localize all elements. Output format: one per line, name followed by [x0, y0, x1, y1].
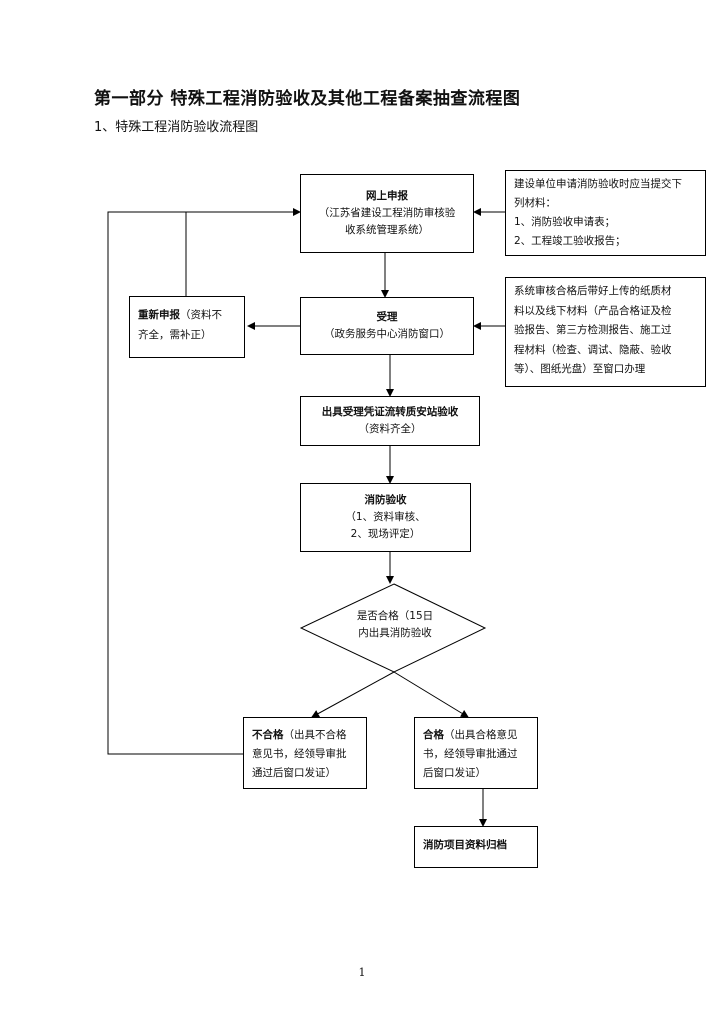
node-decision: 是否合格（15日 内出具消防验收	[320, 608, 470, 642]
materials-note-line4: 2、工程竣工验收报告；	[514, 235, 626, 247]
materials-note-line1: 建设单位申请消防验收时应当提交下	[514, 178, 682, 190]
page-number: 1	[358, 966, 366, 979]
node-reapply-text1: （资料不	[180, 309, 222, 321]
paper-note-line4: 程材料（检查、调试、隐蔽、验收	[514, 343, 672, 356]
node-inspection-line1: （1、资料审核、	[345, 511, 426, 523]
node-pass-text1: （出具合格意见	[444, 729, 518, 741]
node-decision-line2: 内出具消防验收	[358, 627, 432, 639]
node-fail-title: 不合格	[252, 729, 284, 741]
node-pass-line2: 书，经领导审批通过	[423, 748, 518, 760]
paper-note-line5: 等）、图纸光盘）至窗口办理	[514, 363, 646, 375]
arrow-reapply-to-apply	[185, 208, 301, 296]
node-fail: 不合格（出具不合格 意见书，经领导审批 通过后窗口发证）	[243, 717, 367, 789]
node-reapply-line2: 齐全，需补正）	[138, 329, 212, 341]
node-accept-title: 受理	[376, 311, 398, 323]
arrow-decision-to-fail	[311, 671, 395, 718]
paper-note-line3: 验报告、第三方检测报告、施工过	[514, 324, 672, 336]
node-fail-text1: （出具不合格	[283, 729, 347, 741]
node-pass-title: 合格	[423, 729, 444, 741]
node-online-apply-line2: 收系统管理系统）	[345, 224, 429, 236]
node-accept-line1: （政务服务中心消防窗口）	[324, 328, 450, 340]
node-online-apply-line1: （江苏省建设工程消防审核验	[318, 207, 456, 219]
node-fail-line3: 通过后窗口发证）	[252, 767, 336, 779]
node-pass-line3: 后窗口发证）	[423, 767, 486, 779]
node-accept: 受理 （政务服务中心消防窗口）	[300, 297, 474, 355]
node-transfer-line1: （资料齐全）	[358, 423, 422, 435]
paper-note-line2: 料以及线下材料（产品合格证及检	[514, 304, 672, 317]
node-transfer: 出具受理凭证流转质安站验收 （资料齐全）	[300, 396, 480, 446]
node-inspection-line2: 2、现场评定）	[350, 528, 421, 540]
page-title: 第一部分 特殊工程消防验收及其他工程备案抽查流程图	[94, 89, 521, 109]
node-decision-line1: 是否合格（15日	[356, 610, 434, 622]
arrow-fail-to-apply	[107, 211, 243, 755]
node-inspection: 消防验收 （1、资料审核、 2、现场评定）	[300, 483, 471, 552]
node-archive-title: 消防项目资料归档	[423, 839, 507, 851]
materials-note-line3: 1、消防验收申请表；	[514, 216, 616, 228]
paper-note-line1: 系统审核合格后带好上传的纸质材	[514, 285, 672, 297]
node-transfer-title: 出具受理凭证流转质安站验收	[321, 406, 459, 418]
node-materials-note: 建设单位申请消防验收时应当提交下 列材料： 1、消防验收申请表； 2、工程竣工验…	[505, 170, 706, 256]
node-reapply-title: 重新申报	[138, 309, 180, 321]
node-pass: 合格（出具合格意见 书，经领导审批通过 后窗口发证）	[414, 717, 538, 789]
node-fail-line2: 意见书，经领导审批	[252, 748, 347, 760]
node-archive: 消防项目资料归档	[414, 826, 538, 868]
node-paper-note: 系统审核合格后带好上传的纸质材 料以及线下材料（产品合格证及检 验报告、第三方检…	[505, 277, 706, 387]
node-online-apply: 网上申报 （江苏省建设工程消防审核验 收系统管理系统）	[300, 174, 474, 253]
section-subtitle: 1、特殊工程消防验收流程图	[94, 120, 259, 135]
node-online-apply-title: 网上申报	[366, 190, 408, 202]
node-reapply: 重新申报（资料不 齐全，需补正）	[129, 296, 245, 358]
node-inspection-title: 消防验收	[364, 494, 407, 506]
arrow-decision-to-pass	[393, 671, 469, 718]
materials-note-line2: 列材料：	[514, 197, 556, 209]
